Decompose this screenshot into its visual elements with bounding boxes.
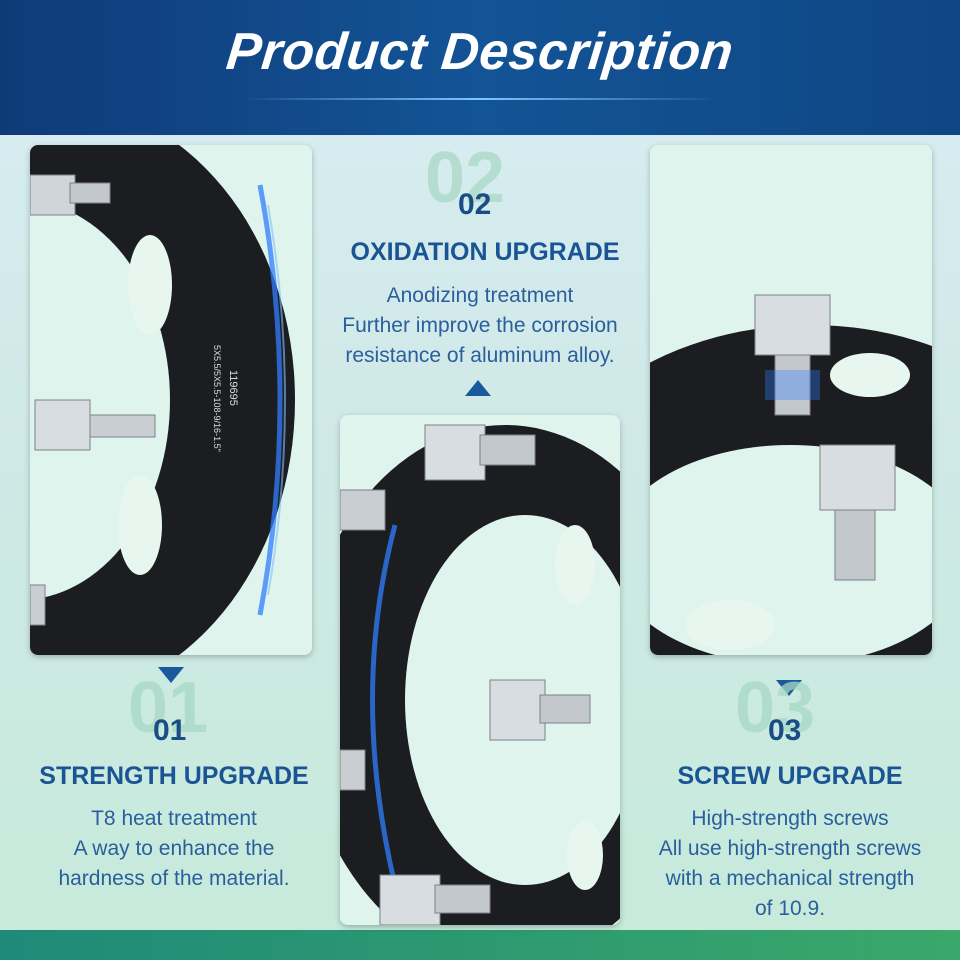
header-band: Product Description [0,0,960,140]
feature-03-description: High-strength screws All use high-streng… [630,804,950,924]
feature-02-arrow-up-icon [465,380,491,396]
feature-01-line-2: A way to enhance the [73,837,275,860]
feature-03-heading: SCREW UPGRADE [677,762,903,790]
photo-strength: 119695 5X5.5/5X5.5-108-9/16-1.5" [30,145,312,655]
page-title: Product Description [223,23,737,81]
feature-01-heading: STRENGTH UPGRADE [39,762,309,790]
feature-03-arrow-down-icon [776,680,802,696]
feature-02-line-1: Anodizing treatment [386,284,574,307]
title-underline [240,98,720,100]
feature-03-watermark-number: 03 [735,668,816,748]
feature-02-number: 02 [458,188,492,221]
feature-03-line-2: All use high-strength screws [658,837,922,860]
feature-03-line-3: with a mechanical strength [665,867,915,890]
feature-02-line-2: Further improve the corrosion [342,314,618,337]
feature-03-line-1: High-strength screws [691,807,889,830]
footer-band [0,930,960,960]
feature-03-number: 03 [768,714,802,747]
feature-02-line-3: resistance of aluminum alloy. [345,344,615,367]
feature-01-line-3: hardness of the material. [58,867,290,890]
photo-oxidation [340,415,620,925]
feature-02-description: Anodizing treatment Further improve the … [320,281,640,371]
part-number-marking: 119695 [227,370,239,406]
feature-01-number: 01 [153,714,187,747]
feature-03-line-4: of 10.9. [754,897,826,920]
feature-01-watermark-number: 01 [128,668,209,748]
feature-01-arrow-down-icon [158,667,184,683]
feature-01-line-1: T8 heat treatment [91,807,257,830]
spec-marking: 5X5.5/5X5.5-108-9/16-1.5" [212,345,222,452]
feature-01-description: T8 heat treatment A way to enhance the h… [14,804,334,894]
feature-02-watermark-number: 02 [425,138,506,218]
feature-02-heading: OXIDATION UPGRADE [350,238,620,266]
photo-screw [650,145,932,655]
